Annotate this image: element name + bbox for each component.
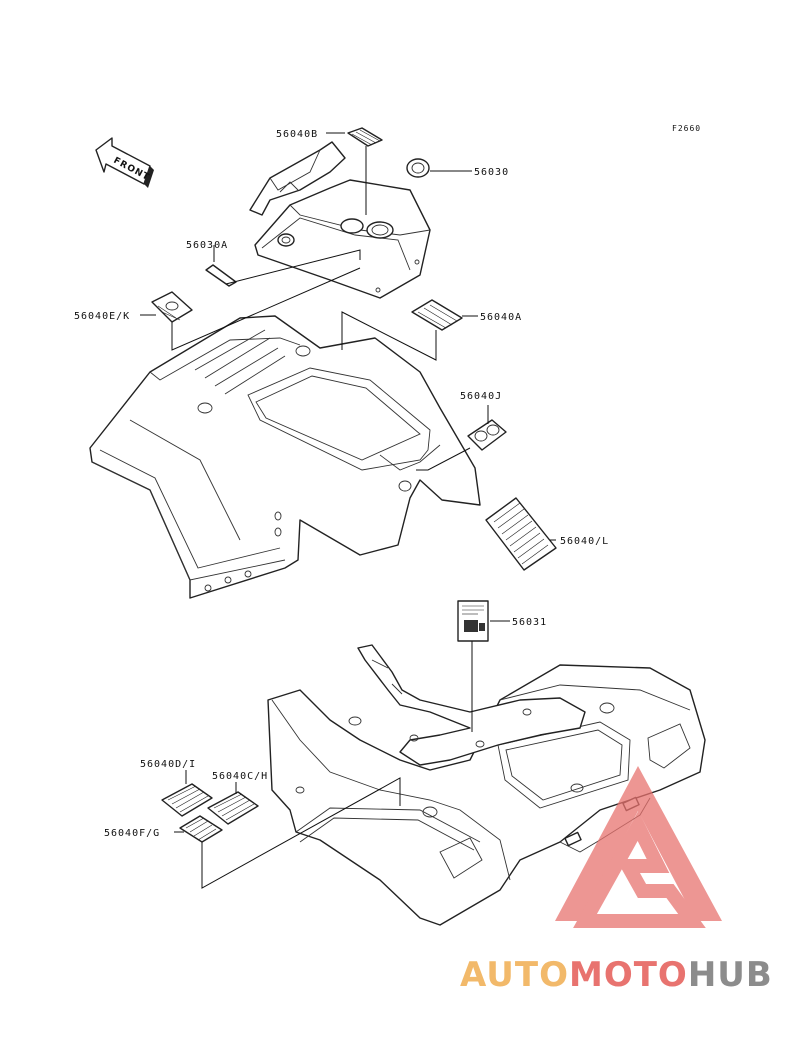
label-56040j: 56040J [460, 391, 502, 402]
decal-56040ek [151, 291, 193, 323]
watermark-auto: AUTO [460, 955, 569, 995]
automotohub-logo-icon [555, 766, 722, 928]
leader-lines-lower [174, 620, 510, 889]
decal-56040ch [207, 791, 259, 825]
label-56040di: 56040D/I [140, 759, 196, 770]
decal-56040j [467, 419, 507, 451]
cap-56030 [406, 158, 430, 178]
leader-lines-upper [140, 132, 556, 541]
decal-56040b [347, 127, 383, 147]
label-56030a: 56030A [186, 240, 228, 251]
front-cover-drawing [254, 179, 431, 299]
label-56040l: 56040/L [560, 536, 609, 547]
front-fender-drawing [89, 315, 481, 599]
label-56040ch: 56040C/H [212, 771, 268, 782]
decal-56040a [411, 299, 463, 331]
watermark-moto: MOTO [569, 955, 688, 995]
strip-56030a [205, 264, 237, 287]
label-56040ek: 56040E/K [74, 311, 130, 322]
automotohub-watermark: AUTOMOTOHUB [460, 766, 773, 995]
svg-text:AUTOMOTOHUB: AUTOMOTOHUB [460, 955, 773, 995]
rear-fender-drawing [267, 664, 706, 926]
front-arrow-icon: FRONT [95, 137, 154, 188]
part-labels: 56040B 56030 56030A 56040E/K 56040A 5604… [74, 129, 609, 839]
label-56030: 56030 [474, 167, 509, 178]
rear-bracket-drawing [357, 644, 586, 766]
label-56040b: 56040B [276, 129, 318, 140]
decal-56040l [485, 497, 557, 571]
diagram-ref-code: F2660 [672, 124, 701, 133]
decal-56031 [457, 600, 489, 642]
decal-56040fg [179, 815, 223, 843]
label-56031: 56031 [512, 617, 547, 628]
label-56040a: 56040A [480, 312, 522, 323]
top-shroud-drawing [249, 141, 346, 216]
label-56040fg: 56040F/G [104, 828, 160, 839]
watermark-hub: HUB [688, 955, 773, 995]
decal-56040di [161, 783, 213, 817]
